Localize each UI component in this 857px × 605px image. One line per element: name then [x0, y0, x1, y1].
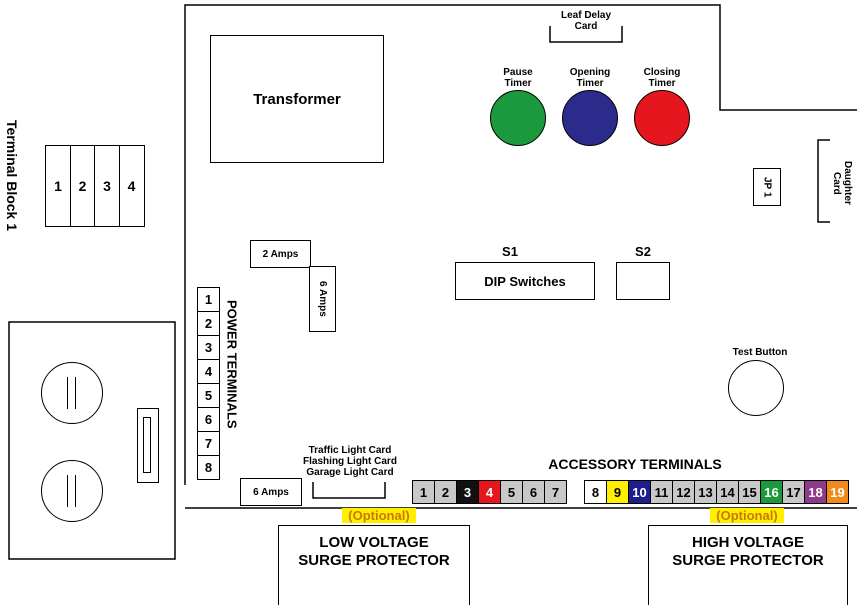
- accessory-terminal[interactable]: 3: [456, 480, 479, 504]
- transformer: Transformer: [210, 35, 384, 163]
- daughter-card-label: Daughter Card: [831, 161, 853, 205]
- closing-timer-label: Closing Timer: [643, 67, 681, 89]
- accessory-terminal[interactable]: 2: [434, 480, 457, 504]
- terminal-block-1: 1 2 3 4: [45, 145, 145, 227]
- accessory-terminal[interactable]: 16: [760, 480, 783, 504]
- jp1-label: JP 1: [761, 176, 773, 198]
- terminal-block-1-pos[interactable]: 3: [94, 145, 120, 227]
- test-button[interactable]: [728, 360, 784, 416]
- high-voltage-optional-badge: (Optional): [710, 508, 784, 523]
- opening-timer-label: Opening Timer: [569, 67, 611, 89]
- accessory-terminal[interactable]: 4: [478, 480, 501, 504]
- leaf-delay-card-label: Leaf Delay Card: [560, 10, 612, 32]
- accessory-terminal[interactable]: 10: [628, 480, 651, 504]
- enclosure-fuse-bottom: [41, 460, 103, 522]
- test-button-label: Test Button: [732, 347, 788, 358]
- enclosure-fuse-top: [41, 362, 103, 424]
- power-terminal[interactable]: 4: [197, 359, 220, 384]
- closing-timer-knob[interactable]: [634, 90, 690, 146]
- accessory-terminal[interactable]: 6: [522, 480, 545, 504]
- accessory-terminal[interactable]: 17: [782, 480, 805, 504]
- accessory-terminal[interactable]: 11: [650, 480, 673, 504]
- low-voltage-surge-protector: LOW VOLTAGE SURGE PROTECTOR: [278, 525, 470, 605]
- power-terminal[interactable]: 5: [197, 383, 220, 408]
- terminal-block-1-pos[interactable]: 4: [118, 145, 145, 227]
- pause-timer-label: Pause Timer: [503, 67, 533, 89]
- power-terminal[interactable]: 6: [197, 407, 220, 432]
- accessory-terminal[interactable]: 19: [826, 480, 849, 504]
- terminal-block-1-pos[interactable]: 1: [45, 145, 71, 227]
- accessory-terminal[interactable]: 12: [672, 480, 695, 504]
- s1-label: S1: [502, 244, 518, 259]
- accessory-terminal[interactable]: 15: [738, 480, 761, 504]
- dip-switches-label: DIP Switches: [484, 273, 566, 289]
- opening-timer-knob[interactable]: [562, 90, 618, 146]
- accessory-terminal[interactable]: 8: [584, 480, 607, 504]
- accessory-terminal[interactable]: 7: [544, 480, 567, 504]
- power-terminal[interactable]: 3: [197, 335, 220, 360]
- low-voltage-optional-badge: (Optional): [342, 508, 416, 523]
- s2-switch[interactable]: [616, 262, 670, 300]
- jp1-jumper: JP 1: [753, 168, 781, 206]
- fuse-6-amps-bottom: 6 Amps: [240, 478, 302, 506]
- s2-label: S2: [635, 244, 651, 259]
- power-terminal[interactable]: 8: [197, 455, 220, 480]
- power-terminal[interactable]: 1: [197, 287, 220, 312]
- power-terminals-label: POWER TERMINALS: [224, 300, 240, 429]
- accessory-terminal[interactable]: 1: [412, 480, 435, 504]
- power-terminal[interactable]: 2: [197, 311, 220, 336]
- transformer-label: Transformer: [253, 90, 341, 108]
- dip-switches[interactable]: DIP Switches: [455, 262, 595, 300]
- accessory-terminals-title: ACCESSORY TERMINALS: [548, 456, 722, 472]
- pause-timer-knob[interactable]: [490, 90, 546, 146]
- fuse-2-amps: 2 Amps: [250, 240, 311, 268]
- power-terminal[interactable]: 7: [197, 431, 220, 456]
- fuse-6-amps-vertical: 6 Amps: [309, 266, 336, 332]
- accessory-terminal[interactable]: 9: [606, 480, 629, 504]
- high-voltage-surge-protector: HIGH VOLTAGE SURGE PROTECTOR: [648, 525, 848, 605]
- terminal-block-1-title: Terminal Block 1: [4, 120, 20, 232]
- accessory-terminal[interactable]: 14: [716, 480, 739, 504]
- accessory-terminal[interactable]: 5: [500, 480, 523, 504]
- accessory-terminal[interactable]: 18: [804, 480, 827, 504]
- terminal-block-1-pos[interactable]: 2: [69, 145, 96, 227]
- enclosure-slot: [137, 408, 159, 483]
- light-cards-label: Traffic Light Card Flashing Light Card G…: [303, 445, 397, 478]
- accessory-terminal[interactable]: 13: [694, 480, 717, 504]
